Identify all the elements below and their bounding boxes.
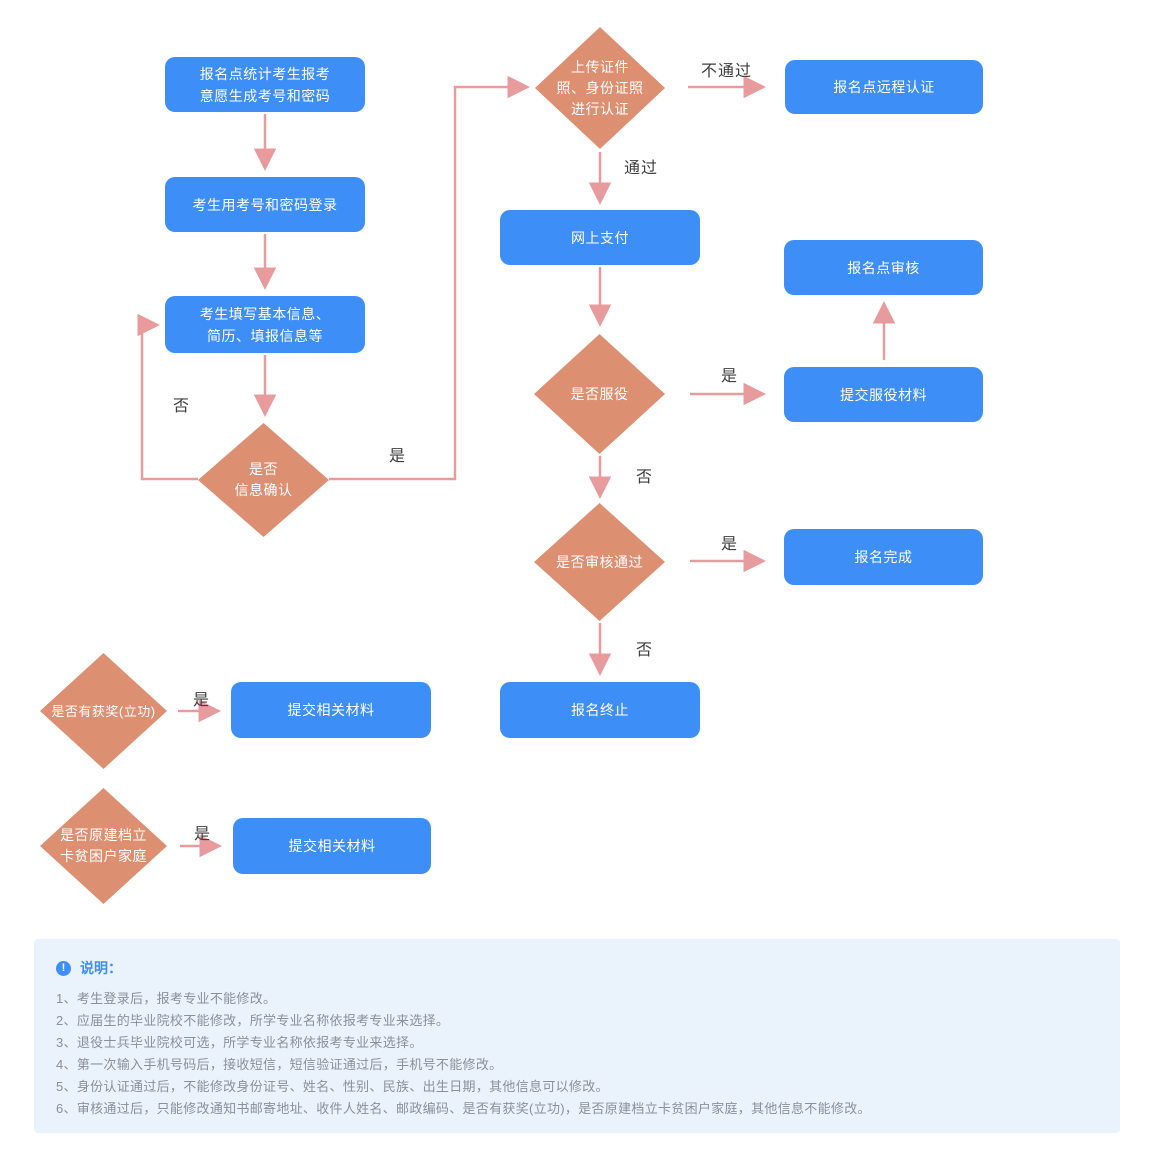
diamond-label-line: 卡贫困户家庭 bbox=[60, 848, 147, 864]
note-item: 4、第一次输入手机号码后，接收短信，短信验证通过后，手机号不能修改。 bbox=[56, 1057, 503, 1072]
notes-title-text: 说明： bbox=[80, 960, 122, 976]
diamond-label-line: 是否 bbox=[249, 461, 278, 477]
box-label-line: 报名终止 bbox=[571, 702, 629, 718]
diamond-label-line: 是否服役 bbox=[570, 385, 629, 402]
edge-label-yes: 是 bbox=[194, 826, 212, 843]
box-submit-related-materials-award: 提交相关材料 bbox=[231, 682, 431, 738]
diamond-label-line: 照、身份证照 bbox=[556, 79, 644, 96]
box-label-line: 报名点审核 bbox=[847, 259, 920, 276]
box-label-line: 考生用考号和密码登录 bbox=[192, 196, 338, 213]
box-remote-auth: 报名点远程认证 bbox=[785, 60, 983, 114]
box-label-line: 意愿生成考号和密码 bbox=[199, 87, 331, 104]
info-icon: ! bbox=[56, 960, 71, 976]
box-online-payment: 网上支付 bbox=[500, 210, 700, 265]
diamond-label-line: 信息确认 bbox=[234, 482, 293, 498]
diamond-label-line: 是否有获奖(立功) bbox=[51, 703, 156, 719]
edge-label-pass: 通过 bbox=[624, 160, 659, 177]
box-label-line: 考生填写基本信息、 bbox=[199, 305, 331, 322]
edge-label-no: 否 bbox=[173, 398, 191, 415]
box-submit-service-materials: 提交服役材料 bbox=[784, 367, 983, 422]
box-login: 考生用考号和密码登录 bbox=[165, 177, 365, 232]
box-label-line: 提交相关材料 bbox=[288, 838, 376, 854]
edge-label-no: 否 bbox=[636, 642, 654, 659]
note-item: 3、退役士兵毕业院校可选，所学专业名称依报考专业来选择。 bbox=[56, 1035, 423, 1050]
box-label-line: 报名点远程认证 bbox=[833, 79, 935, 95]
edge-label-no: 否 bbox=[636, 469, 654, 486]
notes-panel: ! 说明： 1、考生登录后，报考专业不能修改。 2、应届生的毕业院校不能修改，所… bbox=[34, 939, 1120, 1133]
diamond-is-served: 是否服役 bbox=[534, 334, 665, 454]
box-label-line: 网上支付 bbox=[571, 229, 629, 246]
box-label-line: 报名点统计考生报考 bbox=[199, 65, 331, 82]
edge-label-yes: 是 bbox=[721, 536, 739, 553]
box-fill-basic-info: 考生填写基本信息、 简历、填报信息等 bbox=[165, 296, 365, 353]
note-item: 5、身份认证通过后，不能修改身份证号、姓名、性别、民族、出生日期，其他信息可以修… bbox=[56, 1079, 609, 1094]
box-site-review: 报名点审核 bbox=[784, 240, 983, 295]
diamond-label-line: 是否原建档立 bbox=[60, 827, 147, 843]
note-item: 6、审核通过后，只能修改通知书邮寄地址、收件人姓名、邮政编码、是否有获奖(立功)… bbox=[56, 1101, 871, 1116]
connector-confirm-yes-to-upload bbox=[329, 75, 530, 481]
diamond-poverty-family: 是否原建档立 卡贫困户家庭 bbox=[40, 788, 167, 904]
diamond-upload-photo-auth: 上传证件 照、身份证照 进行认证 bbox=[535, 27, 665, 149]
edge-label-yes: 是 bbox=[389, 448, 407, 465]
box-label-line: 提交服役材料 bbox=[840, 386, 927, 403]
note-item: 2、应届生的毕业院校不能修改，所学专业名称依报考专业来选择。 bbox=[56, 1013, 450, 1028]
box-label-line: 报名完成 bbox=[854, 549, 913, 565]
note-item: 1、考生登录后，报考专业不能修改。 bbox=[56, 991, 277, 1006]
edge-label-yes: 是 bbox=[193, 692, 211, 709]
box-registration-terminated: 报名终止 bbox=[500, 682, 700, 738]
edge-label-not-pass: 不通过 bbox=[701, 63, 753, 80]
box-label-line: 提交相关材料 bbox=[287, 702, 375, 718]
diamond-label-line: 是否审核通过 bbox=[556, 553, 643, 570]
notes-header: ! 说明： bbox=[56, 958, 1096, 978]
diamond-review-passed: 是否审核通过 bbox=[534, 503, 665, 621]
box-submit-related-materials-poverty: 提交相关材料 bbox=[233, 818, 431, 874]
diamond-label-line: 进行认证 bbox=[571, 100, 629, 117]
diamond-has-award: 是否有获奖(立功) bbox=[40, 653, 167, 769]
diamond-info-confirm: 是否 信息确认 bbox=[198, 423, 329, 537]
edge-label-yes: 是 bbox=[721, 368, 739, 385]
diamond-label-line: 上传证件 bbox=[571, 58, 629, 75]
notes-list: 1、考生登录后，报考专业不能修改。 2、应届生的毕业院校不能修改，所学专业名称依… bbox=[56, 988, 1096, 1120]
box-registration-complete: 报名完成 bbox=[784, 529, 983, 585]
box-generate-examno-password: 报名点统计考生报考 意愿生成考号和密码 bbox=[165, 57, 365, 112]
box-label-line: 简历、填报信息等 bbox=[207, 327, 323, 344]
